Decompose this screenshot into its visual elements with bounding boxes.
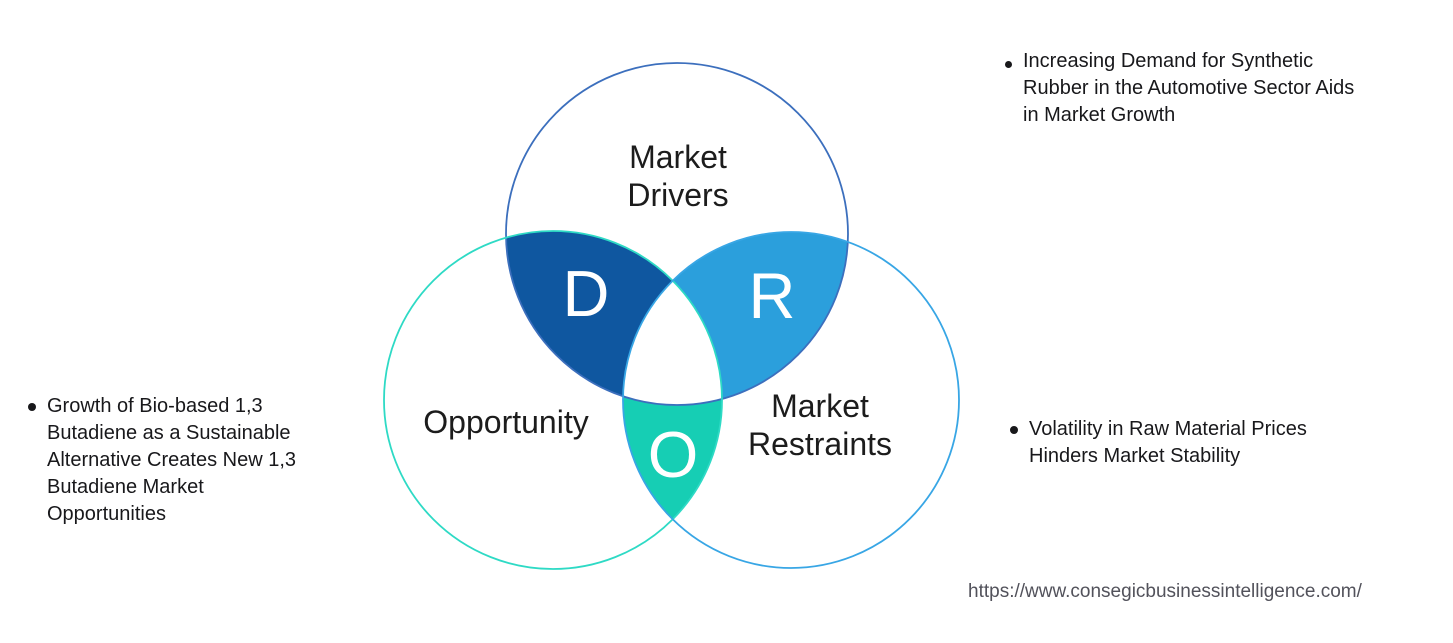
restraint-note: Volatility in Raw Material Prices Hinder…: [1010, 416, 1390, 470]
restraints-circle-outline: [622, 231, 960, 569]
opportunity-note-line3: Alternative Creates New 1,3: [47, 449, 297, 471]
opportunity-note-line5: Opportunities: [47, 503, 166, 525]
drivers-circle-outline: [505, 62, 849, 406]
driver-note-line2: Rubber in the Automotive Sector Aids: [1023, 77, 1355, 99]
footer-url: https://www.consegicbusinessintelligence…: [968, 581, 1362, 602]
opportunity-note-line1: Growth of Bio-based 1,3: [47, 395, 263, 417]
restraints-label-line1: Market: [771, 388, 869, 424]
bullet-icon: [28, 403, 36, 411]
restraint-note-line1: Volatility in Raw Material Prices: [1029, 418, 1307, 440]
restraints-letter: R: [749, 259, 796, 332]
driver-note-text: Increasing Demand for Synthetic Rubber i…: [1023, 48, 1354, 129]
opportunity-note-line2: Butadiene as a Sustainable: [47, 422, 291, 444]
restraints-label-line2: Restraints: [748, 426, 892, 462]
opportunity-label: Opportunity: [423, 404, 588, 440]
bullet-icon: [1005, 61, 1012, 68]
driver-note: Increasing Demand for Synthetic Rubber i…: [1005, 48, 1430, 129]
opportunity-note-line4: Butadiene Market: [47, 476, 204, 498]
opportunity-letter: O: [648, 418, 699, 491]
driver-note-line3: in Market Growth: [1023, 104, 1176, 126]
restraint-note-line2: Hinders Market Stability: [1029, 445, 1241, 467]
restraint-note-text: Volatility in Raw Material Prices Hinder…: [1029, 416, 1307, 470]
drivers-label-line2: Drivers: [627, 177, 728, 213]
bullet-icon: [1010, 426, 1018, 434]
opportunity-note-text: Growth of Bio-based 1,3 Butadiene as a S…: [47, 393, 296, 528]
drivers-label-line1: Market: [629, 139, 727, 175]
opportunity-note: Growth of Bio-based 1,3 Butadiene as a S…: [28, 393, 358, 528]
driver-note-line1: Increasing Demand for Synthetic: [1023, 50, 1314, 72]
opportunity-circle-outline: [383, 230, 723, 570]
drivers-letter: D: [563, 257, 610, 330]
region-opportunity-restraints: [384, 231, 722, 569]
